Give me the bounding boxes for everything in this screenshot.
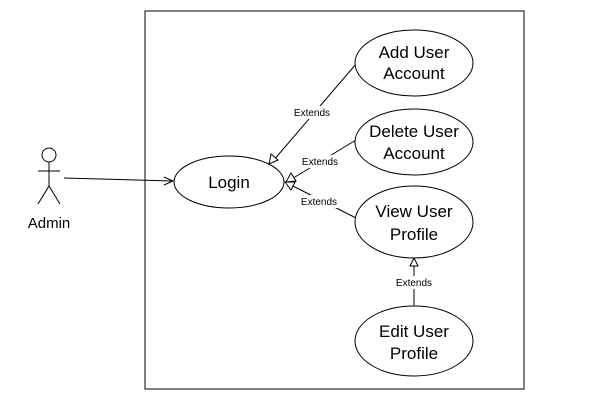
extend-arrowhead-edit-user [409,256,419,267]
admin-actor [37,147,61,205]
use-case-add-user-line2: Account [383,64,445,83]
use-case-edit-user-profile: Edit User Profile [354,305,474,377]
use-case-view-user-line1: View User [375,202,452,221]
use-case-view-user-profile: View User Profile [354,185,474,259]
use-case-delete-user-line2: Account [383,144,445,163]
use-case-view-user-line2: Profile [390,225,438,244]
use-case-edit-user-line1: Edit User [379,322,449,341]
extends-label-add-user: Extends [294,108,330,119]
use-case-delete-user-account: Delete User Account [354,108,474,176]
extends-label-view-user: Extends [301,197,337,208]
extend-arrowhead-add-user [268,153,279,165]
use-case-login: Login [173,155,285,209]
extends-label-edit-user: Extends [396,278,432,289]
use-case-delete-user-line1: Delete User [369,122,459,141]
use-case-add-user-account: Add User Account [354,29,474,97]
actor-left-leg [37,185,50,205]
use-case-edit-user-line2: Profile [390,344,438,363]
actor-head [41,147,57,163]
extends-label-delete-user: Extends [302,157,338,168]
use-case-add-user-line1: Add User [379,43,450,62]
actor-right-leg [48,185,61,205]
association-arrowhead [163,176,175,186]
use-case-login-label: Login [208,173,250,192]
extend-arrowhead-view-user [284,181,296,191]
actor-label: Admin [28,215,71,232]
association-admin-login [63,176,175,186]
